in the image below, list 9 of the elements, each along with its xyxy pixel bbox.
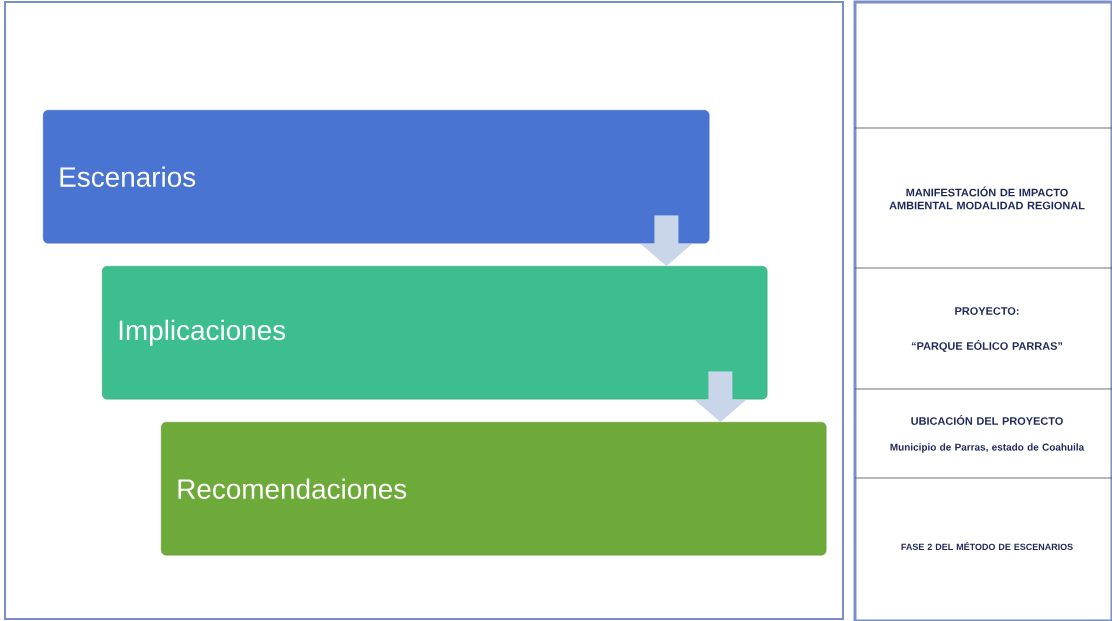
table-text: “PARQUE EÓLICO PARRAS” (911, 340, 1063, 352)
table-text: Municipio de Parras, estado de Coahuila (890, 443, 1085, 453)
table-text: UBICACIÓN DEL PROYECTO (911, 415, 1063, 425)
table-text: FASE 2 DEL MÉTODO DE ESCENARIOS (901, 541, 1073, 550)
table-text: PROYECTO: (955, 307, 1019, 315)
table-text: MANIFESTACIÓN DE IMPACTO AMBIENTAL MODALIDAD REGIONAL (889, 186, 1085, 210)
process-box: Implicaciones (102, 266, 768, 400)
process-box: Escenarios (43, 110, 710, 244)
process-box: Recomendaciones (161, 422, 827, 556)
